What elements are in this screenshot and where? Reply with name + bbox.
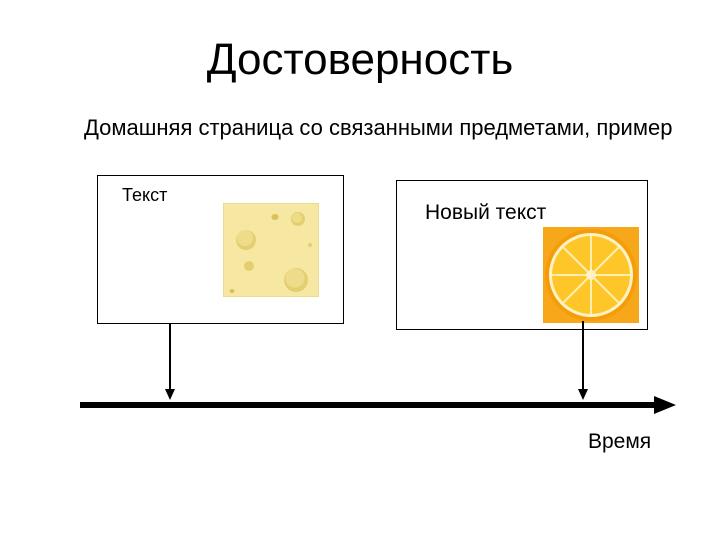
slide-subtitle: Домашняя страница со связанными предмета… bbox=[84, 115, 673, 140]
page-card-new: Новый текст bbox=[396, 180, 648, 330]
timeline-arrowhead bbox=[654, 396, 676, 414]
connector-new-arrowhead bbox=[578, 389, 588, 400]
orange-icon bbox=[543, 227, 639, 323]
card-label-new: Новый текст bbox=[425, 201, 547, 224]
timeline-label: Время bbox=[588, 430, 652, 453]
connector-old-arrowhead bbox=[165, 389, 175, 400]
cheese-icon bbox=[223, 203, 319, 297]
slide-title: Достоверность bbox=[206, 35, 514, 84]
card-label-old: Текст bbox=[122, 185, 168, 205]
page-card-old: Текст bbox=[97, 175, 344, 324]
